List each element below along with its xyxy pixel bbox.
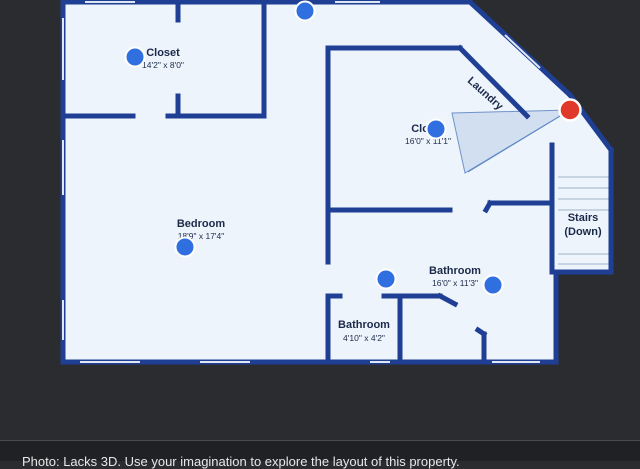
current-position-marker[interactable] bbox=[558, 98, 582, 122]
hotspot-closet-top[interactable] bbox=[124, 46, 146, 68]
room-dims-closet-right: 16'0" x 11'1" bbox=[405, 136, 451, 146]
caption-text: Photo: Lacks 3D. Use your imagination to… bbox=[22, 454, 460, 469]
room-label-bathroom-main: Bathroom bbox=[429, 265, 481, 277]
room-label-stairs-direction: (Down) bbox=[564, 226, 602, 238]
room-dims-bedroom: 18'9" x 17'4" bbox=[178, 231, 225, 241]
room-dims-closet-top: 14'2" x 8'0" bbox=[142, 60, 184, 70]
floorplan-viewer: Closet 14'2" x 8'0" Laundry Closet 16'0"… bbox=[60, 0, 615, 365]
floor-area bbox=[63, 2, 611, 362]
hotspot-top-hall[interactable] bbox=[294, 0, 316, 22]
room-label-stairs: Stairs bbox=[568, 212, 599, 224]
room-dims-bathroom-small: 4'10" x 4'2" bbox=[343, 333, 385, 343]
room-dims-bathroom-main: 16'0" x 11'3" bbox=[432, 278, 478, 288]
hotspot-bedroom[interactable] bbox=[174, 236, 196, 258]
room-label-bathroom-small: Bathroom bbox=[338, 319, 390, 331]
hotspot-closet-right[interactable] bbox=[425, 118, 447, 140]
stairs-treads bbox=[558, 176, 610, 265]
hotspots bbox=[124, 0, 582, 296]
view-direction bbox=[467, 109, 571, 173]
floorplan: Closet 14'2" x 8'0" Laundry Closet 16'0"… bbox=[60, 0, 615, 365]
room-label-bedroom: Bedroom bbox=[177, 218, 226, 230]
hotspot-bathroom-entry[interactable] bbox=[375, 268, 397, 290]
windows bbox=[62, 1, 541, 363]
hotspot-bathroom-main[interactable] bbox=[482, 274, 504, 296]
caption-bar: Photo: Lacks 3D. Use your imagination to… bbox=[0, 440, 640, 468]
room-label-closet-top: Closet bbox=[146, 47, 180, 59]
